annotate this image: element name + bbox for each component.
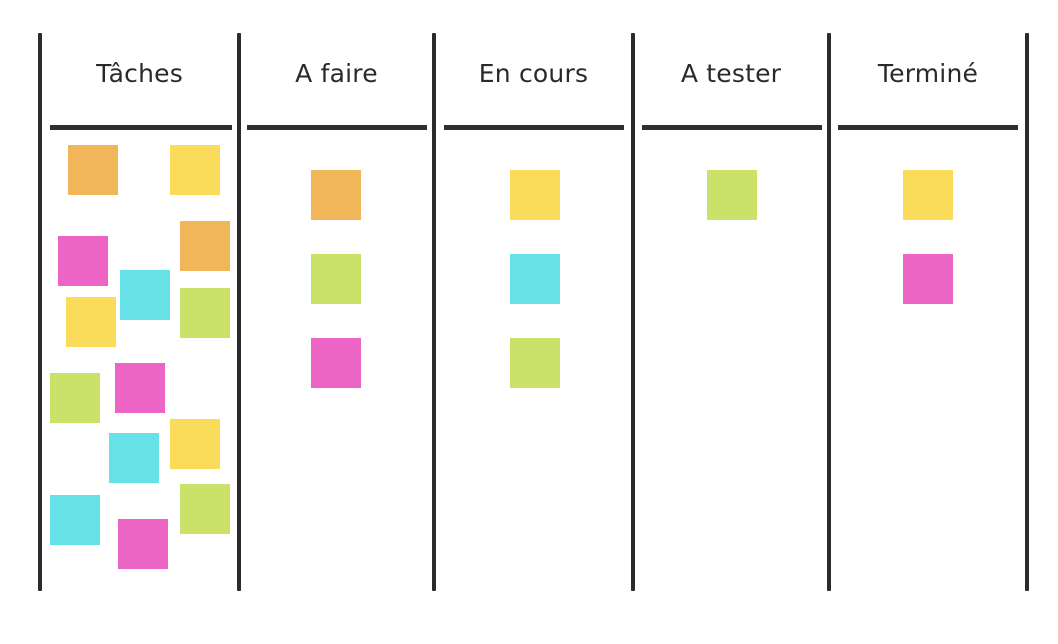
column-taches: Tâches	[42, 33, 237, 591]
sticky-note-pink[interactable]	[58, 236, 108, 286]
sticky-note-cyan[interactable]	[109, 433, 159, 483]
sticky-note-green[interactable]	[180, 484, 230, 534]
sticky-note-orange[interactable]	[311, 170, 361, 220]
column-header-rule	[444, 125, 624, 130]
column-divider	[38, 33, 42, 591]
sticky-note-green[interactable]	[180, 288, 230, 338]
sticky-note-yellow[interactable]	[170, 419, 220, 469]
column-title-en-cours: En cours	[478, 59, 589, 88]
column-a-tester: A tester	[635, 33, 827, 591]
column-header-rule	[838, 125, 1018, 130]
column-en-cours: En cours	[436, 33, 631, 591]
sticky-note-yellow[interactable]	[510, 170, 560, 220]
column-header-rule	[50, 125, 232, 130]
sticky-note-pink[interactable]	[903, 254, 953, 304]
column-title-a-tester: A tester	[680, 59, 782, 88]
sticky-note-cyan[interactable]	[50, 495, 100, 545]
sticky-note-green[interactable]	[50, 373, 100, 423]
sticky-note-orange[interactable]	[68, 145, 118, 195]
sticky-note-pink[interactable]	[115, 363, 165, 413]
column-header-rule	[247, 125, 427, 130]
column-header-rule	[642, 125, 822, 130]
sticky-note-pink[interactable]	[118, 519, 168, 569]
sticky-note-green[interactable]	[707, 170, 757, 220]
sticky-note-cyan[interactable]	[510, 254, 560, 304]
column-divider	[631, 33, 635, 591]
sticky-note-pink[interactable]	[311, 338, 361, 388]
sticky-note-yellow[interactable]	[170, 145, 220, 195]
column-divider	[237, 33, 241, 591]
sticky-note-green[interactable]	[510, 338, 560, 388]
column-divider	[1025, 33, 1029, 591]
sticky-note-cyan[interactable]	[120, 270, 170, 320]
sticky-note-orange[interactable]	[180, 221, 230, 271]
column-title-taches: Tâches	[96, 59, 183, 88]
column-title-termine: Terminé	[877, 59, 979, 88]
sticky-note-yellow[interactable]	[903, 170, 953, 220]
column-title-a-faire: A faire	[295, 59, 378, 88]
column-termine: Terminé	[831, 33, 1025, 591]
column-a-faire: A faire	[241, 33, 432, 591]
sticky-note-green[interactable]	[311, 254, 361, 304]
sticky-note-yellow[interactable]	[66, 297, 116, 347]
column-divider	[827, 33, 831, 591]
column-divider	[432, 33, 436, 591]
